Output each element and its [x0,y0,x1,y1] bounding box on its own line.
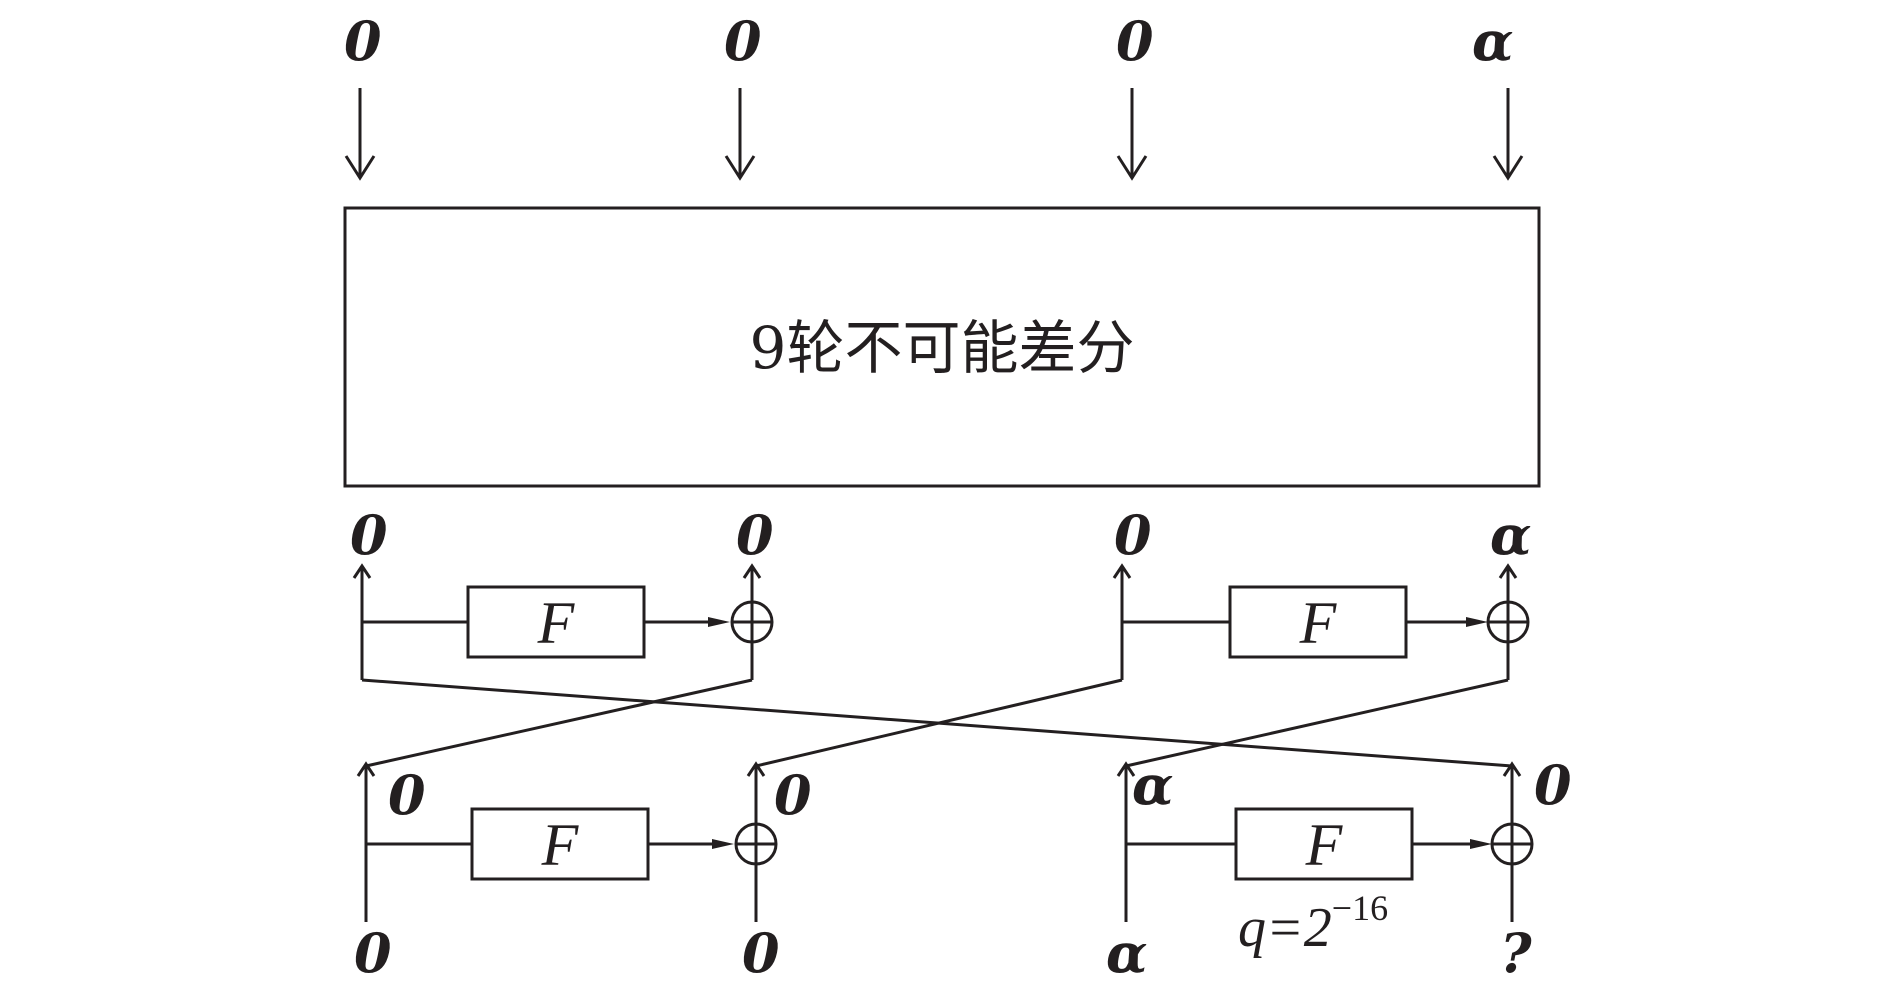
round1-right-feistel [1120,568,1530,680]
bottom-label-1: 0 [354,921,392,985]
probability-label: q=2−16 [1238,888,1388,959]
top-input-2: 0 [724,9,762,73]
round2-mid-label-1: 0 [388,763,426,827]
round1-label-3: 0 [1114,503,1152,567]
cross-wires [361,678,1513,768]
round2-mid-label-3: α [1132,753,1174,817]
top-input-1: 0 [344,9,382,73]
round1-left-f-label: F [537,590,576,656]
round1-up-arrows [352,563,1518,579]
round2-mid-label-4: 0 [1534,753,1572,817]
round2-up-arrows [356,761,1522,777]
round2-left-f-label: F [541,812,580,878]
probability-exponent: −16 [1332,888,1388,928]
round1-label-2: 0 [736,503,774,567]
bottom-label-2: 0 [742,921,780,985]
round2-right-f-label: F [1305,812,1344,878]
top-input-3: 0 [1116,9,1154,73]
round1-label-4: α [1490,503,1532,567]
bottom-label-4: ? [1500,921,1533,985]
probability-base: q=2 [1238,897,1332,959]
main-block-label: 9轮不可能差分 [750,314,1135,382]
round1-left-feistel [360,568,774,680]
round2-right-feistel [1124,766,1534,922]
round1-right-f-label: F [1299,590,1338,656]
round2-mid-label-2: 0 [774,763,812,827]
top-arrows [344,88,1524,181]
round1-label-1: 0 [350,503,388,567]
top-input-4: α [1472,9,1514,73]
bottom-label-3: α [1106,921,1148,985]
round2-left-feistel [364,766,778,922]
main-block [343,206,1541,488]
